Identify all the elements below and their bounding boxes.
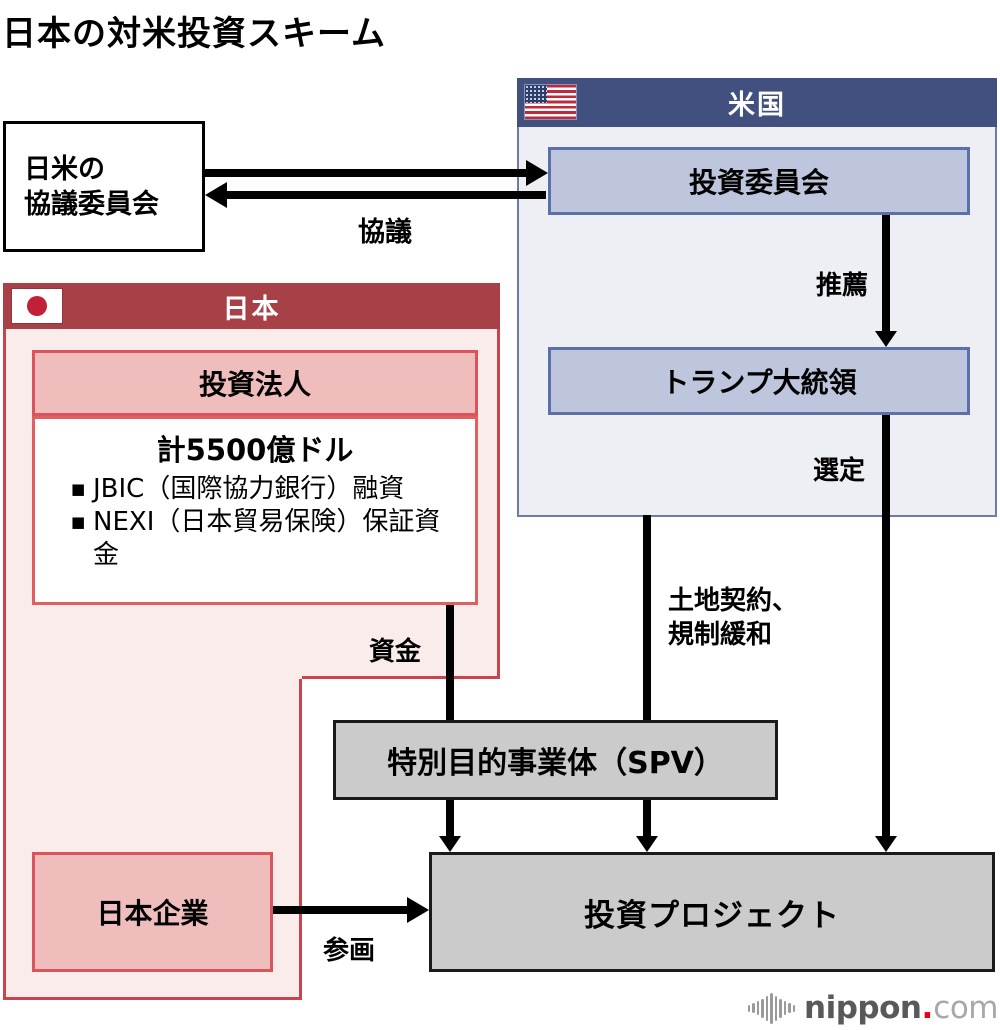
consultation-arrow-right-head: [526, 160, 548, 186]
us-panel: [517, 78, 997, 517]
japan-panel-header: 日本: [3, 283, 500, 329]
participation-arrow-shaft: [273, 906, 407, 914]
spv-to-project-left-shaft: [446, 800, 454, 836]
land-contract-label-line1: 土地契約、: [668, 586, 799, 616]
japanese-companies-box: 日本企業: [32, 852, 273, 972]
japan-panel-border-segment: [302, 676, 500, 679]
consultation-box-line1: 日米の: [24, 153, 105, 185]
logo-red-dot: .: [921, 990, 934, 1026]
participation-arrow-head: [407, 897, 429, 923]
consultation-arrow-right-shaft: [205, 169, 527, 177]
recommendation-label: 推薦: [815, 271, 868, 301]
us-panel-header: 米国: [517, 78, 997, 127]
spv-box: 特別目的事業体（SPV）: [333, 720, 778, 800]
selection-arrow-head: [875, 836, 897, 852]
investment-committee-box: 投資委員会: [548, 147, 970, 215]
logo-tld-text: com: [933, 990, 998, 1026]
spv-to-project-right-head: [636, 836, 658, 852]
us-flag-icon: [525, 85, 576, 119]
japan-flag-sun: [27, 296, 47, 316]
recommendation-arrow-head: [875, 331, 897, 347]
funding-detail-box: 計5500億ドル ■ JBIC（国際協力銀行）融資 ■ NEXI（日本貿易保険）…: [32, 416, 478, 605]
selection-arrow-shaft: [882, 415, 890, 836]
trump-president-box: トランプ大統領: [548, 347, 970, 415]
nippon-logo-bars-icon: [747, 992, 796, 1024]
funding-list: ■ JBIC（国際協力銀行）融資 ■ NEXI（日本貿易保険）保証資金: [45, 473, 465, 572]
funding-item: ■ JBIC（国際協力銀行）融資: [71, 473, 465, 506]
nippon-com-logo: nippon . com: [747, 988, 998, 1028]
us-panel-title: 米国: [728, 90, 786, 121]
consultation-arrow-left-head: [205, 182, 227, 208]
square-bullet-icon: ■: [71, 513, 86, 531]
square-bullet-icon: ■: [71, 480, 86, 498]
us-flag-canton: [525, 85, 547, 103]
funds-label: 資金: [368, 637, 421, 667]
investment-project-box: 投資プロジェクト: [429, 852, 995, 972]
investment-corp-box: 投資法人: [32, 350, 478, 416]
consultation-box-line2: 協議委員会: [24, 188, 159, 220]
funding-item-text: JBIC（国際協力銀行）融資: [93, 474, 405, 504]
spv-to-project-left-head: [439, 836, 461, 852]
spv-to-project-right-shaft: [643, 800, 651, 836]
funding-item-text: NEXI（日本貿易保険）保証資金: [93, 507, 441, 570]
recommendation-arrow-shaft: [882, 215, 890, 332]
funding-total: 計5500億ドル: [156, 433, 354, 467]
japan-flag-icon: [12, 289, 62, 323]
funding-item: ■ NEXI（日本貿易保険）保証資金: [71, 506, 465, 572]
land-contract-label: 土地契約、 規制緩和: [668, 584, 828, 652]
japan-us-consultation-box: 日米の 協議委員会: [3, 121, 205, 252]
page-title: 日本の対米投資スキーム: [2, 14, 386, 54]
land-contract-label-line2: 規制緩和: [668, 620, 773, 650]
consultation-arrow-label: 協議: [358, 217, 412, 248]
funds-line: [446, 605, 454, 723]
land-contract-line: [643, 515, 651, 723]
consultation-arrow-left-shaft: [227, 191, 546, 199]
japan-panel-title: 日本: [222, 293, 281, 325]
participation-label: 参画: [322, 936, 375, 966]
logo-name-text: nippon: [804, 990, 922, 1026]
selection-label: 選定: [812, 456, 865, 486]
